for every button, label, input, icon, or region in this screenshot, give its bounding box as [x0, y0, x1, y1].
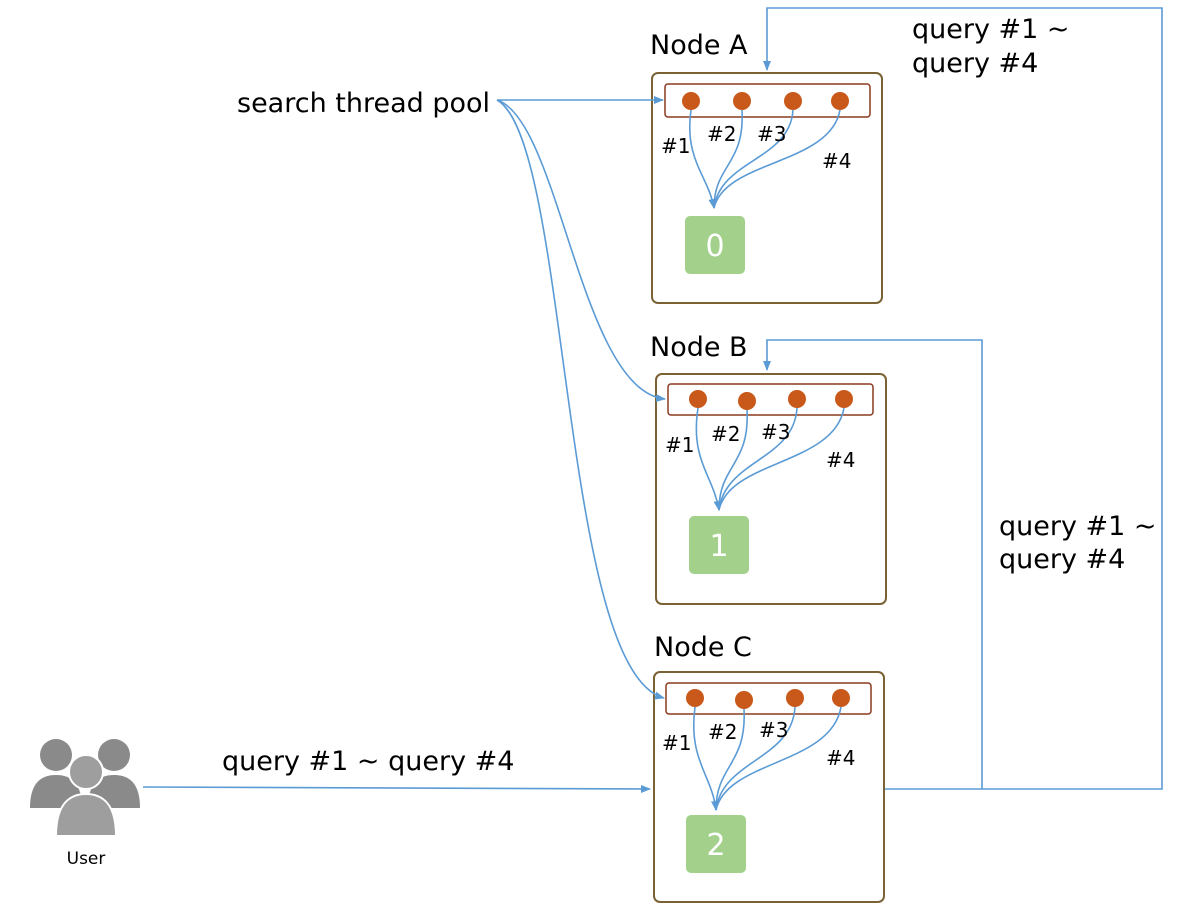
node-b-label-2: #2	[711, 422, 740, 446]
node-b-conn-2	[718, 409, 748, 511]
query-label-mid-line1: query #1 ~	[999, 511, 1157, 542]
node-b-title: Node B	[650, 332, 748, 363]
node-b-label-4: #4	[826, 448, 855, 472]
node-c-thread-1	[686, 689, 704, 707]
node-a-conn-2	[713, 109, 743, 209]
node-a-shard	[685, 216, 745, 274]
node-c-shard	[686, 815, 746, 873]
user-to-node-c-arrow	[142, 784, 651, 793]
node-b-thread-pool	[667, 383, 874, 416]
node-a-label-2: #2	[707, 122, 736, 146]
node-c-to-node-b-arrow	[763, 339, 983, 789]
node-a-label-1: #1	[661, 134, 690, 158]
node-c: Node C #1 #2 #3 #4 2	[653, 632, 885, 903]
node-c-label-4: #4	[826, 746, 855, 770]
node-c-to-node-a-arrow	[763, 7, 1163, 790]
user-query-label: query #1 ~ query #4	[222, 746, 514, 777]
node-c-title: Node C	[654, 632, 752, 663]
query-label-mid-line2: query #4	[999, 544, 1125, 575]
node-a-title: Node A	[650, 30, 748, 61]
node-c-label-3: #3	[759, 718, 788, 742]
node-c-conn-1	[693, 706, 719, 811]
search-thread-pool-label: search thread pool	[237, 88, 490, 119]
node-a-thread-3	[784, 92, 802, 110]
node-a-label-4: #4	[822, 149, 851, 173]
node-a-thread-4	[831, 92, 849, 110]
node-b-thread-3	[788, 390, 806, 408]
node-a-shard-label: 0	[705, 229, 724, 264]
node-c-conn-4	[715, 706, 842, 811]
query-label-top-line2: query #4	[912, 48, 1038, 79]
node-a-conn-3	[713, 109, 794, 209]
node-b-conn-4	[718, 407, 845, 511]
query-label-top-line1: query #1 ~	[912, 14, 1070, 45]
node-c-thread-pool	[665, 682, 872, 715]
node-c-shard-label: 2	[706, 828, 725, 863]
node-b-thread-1	[689, 390, 707, 408]
node-b-label-3: #3	[761, 420, 790, 444]
node-b-thread-2	[738, 392, 756, 410]
node-b: Node B #1 #2 #3 #4 1	[650, 332, 887, 605]
node-c-label-1: #1	[662, 731, 691, 755]
node-b-shard	[689, 516, 749, 574]
node-b-conn-1	[695, 407, 722, 511]
node-c-conn-2	[715, 708, 745, 811]
node-a-label-3: #3	[757, 122, 786, 146]
node-a-conn-1	[689, 109, 717, 209]
node-b-label-1: #1	[665, 433, 694, 457]
user-label: User	[67, 849, 106, 869]
pool-arrow-node-b	[496, 99, 666, 403]
node-a: Node A #1 #2 #3 #4 0	[650, 30, 883, 304]
node-b-shard-label: 1	[709, 529, 728, 564]
node-a-thread-pool	[664, 83, 871, 118]
node-c-thread-4	[832, 689, 850, 707]
node-a-thread-2	[733, 92, 751, 110]
node-a-conn-4	[713, 109, 841, 209]
node-a-thread-1	[682, 92, 700, 110]
pool-arrow-node-c	[496, 99, 665, 700]
node-c-thread-3	[786, 689, 804, 707]
node-b-thread-4	[835, 390, 853, 408]
node-c-conn-3	[715, 706, 796, 811]
node-c-thread-2	[735, 691, 753, 709]
node-b-conn-3	[718, 407, 798, 511]
user-icon	[30, 739, 140, 837]
node-c-label-2: #2	[708, 720, 737, 744]
